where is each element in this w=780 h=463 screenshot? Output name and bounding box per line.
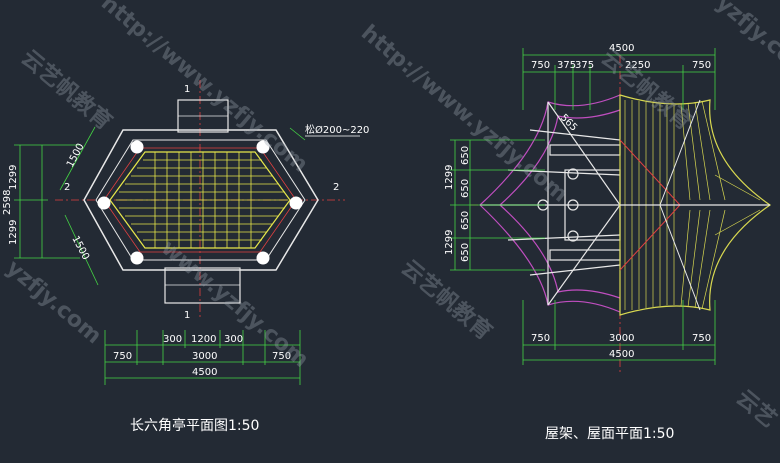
column-circle bbox=[256, 251, 270, 265]
axis-label-1-bottom: 1 bbox=[184, 310, 190, 321]
roof-dim-565: 565 bbox=[558, 112, 579, 133]
column-circle bbox=[97, 196, 111, 210]
roof-dim-top-2250: 2250 bbox=[625, 60, 650, 71]
watermark-url-lower: www.yzfjy.com bbox=[156, 235, 313, 372]
watermark-url-top: http://www.yzfjy.com bbox=[96, 0, 312, 178]
watermark-corner-right: yzfjy.com bbox=[711, 0, 780, 84]
dim-4500: 4500 bbox=[192, 367, 217, 378]
watermark-brand-left: 云艺帆教育 bbox=[16, 45, 117, 136]
roof-dim-bottom-750-a: 750 bbox=[531, 333, 550, 344]
left-plan-drawing: 300 1200 300 750 3000 750 4500 1299 1299… bbox=[2, 80, 369, 434]
roof-dim-1299-a: 1299 bbox=[444, 165, 455, 190]
roof-dim-650-a: 650 bbox=[460, 146, 471, 165]
watermark-layer: http://www.yzfjy.com http://www.yzfjy.co… bbox=[1, 0, 780, 433]
left-drawing-title: 长六角亭平面图1:50 bbox=[130, 417, 259, 434]
dim-1200: 1200 bbox=[191, 334, 216, 345]
watermark-corner-bottom: 云艺 bbox=[731, 385, 780, 433]
roof-dim-bottom-total: 4500 bbox=[609, 349, 634, 360]
roof-dim-1299-b: 1299 bbox=[444, 230, 455, 255]
roof-nodes bbox=[537, 168, 579, 242]
roof-dim-bottom-3000: 3000 bbox=[609, 333, 634, 344]
roof-dim-bottom-750-b: 750 bbox=[692, 333, 711, 344]
axis-label-2-left: 2 bbox=[64, 182, 70, 193]
dim-3000: 3000 bbox=[192, 351, 217, 362]
roof-dim-top-total: 4500 bbox=[609, 43, 634, 54]
roof-dim-top-375-a: 375 bbox=[557, 60, 576, 71]
dim-1299-a: 1299 bbox=[8, 165, 19, 190]
left-dim-lines bbox=[14, 126, 306, 385]
roof-dim-lines bbox=[450, 48, 716, 365]
roof-dim-top-750-a: 750 bbox=[531, 60, 550, 71]
dim-300-b: 300 bbox=[224, 334, 243, 345]
dim-2598: 2598 bbox=[2, 190, 13, 215]
column-circle bbox=[130, 140, 144, 154]
dim-1500-a: 1500 bbox=[65, 142, 87, 170]
right-roof-drawing: 4500 750 375 375 2250 750 650 650 650 65… bbox=[444, 43, 772, 442]
column-circle bbox=[256, 140, 270, 154]
pine-label: 松Ø200~220 bbox=[305, 123, 369, 136]
roof-right-half bbox=[619, 94, 772, 316]
dim-1299-b: 1299 bbox=[8, 220, 19, 245]
roof-frame bbox=[480, 101, 621, 306]
axis-label-1-top: 1 bbox=[184, 84, 190, 95]
roof-dim-top-375-b: 375 bbox=[575, 60, 594, 71]
dim-300-a: 300 bbox=[163, 334, 182, 345]
column-circle bbox=[289, 196, 303, 210]
roof-dim-650-b: 650 bbox=[460, 179, 471, 198]
column-circle bbox=[130, 251, 144, 265]
watermark-brand-lower: 云艺帆教育 bbox=[396, 255, 497, 346]
outer-hexagon bbox=[83, 129, 319, 271]
floor-grid bbox=[109, 151, 291, 249]
columns bbox=[97, 140, 303, 265]
dim-750-b: 750 bbox=[272, 351, 291, 362]
dim-750-a: 750 bbox=[113, 351, 132, 362]
roof-dim-650-d: 650 bbox=[460, 243, 471, 262]
steps-bottom bbox=[164, 267, 241, 304]
right-drawing-title: 屋架、屋面平面1:50 bbox=[545, 426, 674, 442]
roof-dim-650-c: 650 bbox=[460, 211, 471, 230]
roof-dim-top-750-b: 750 bbox=[692, 60, 711, 71]
axis-label-2-right: 2 bbox=[333, 182, 339, 193]
watermark-brand-right: 云艺帆教育 bbox=[596, 45, 697, 136]
